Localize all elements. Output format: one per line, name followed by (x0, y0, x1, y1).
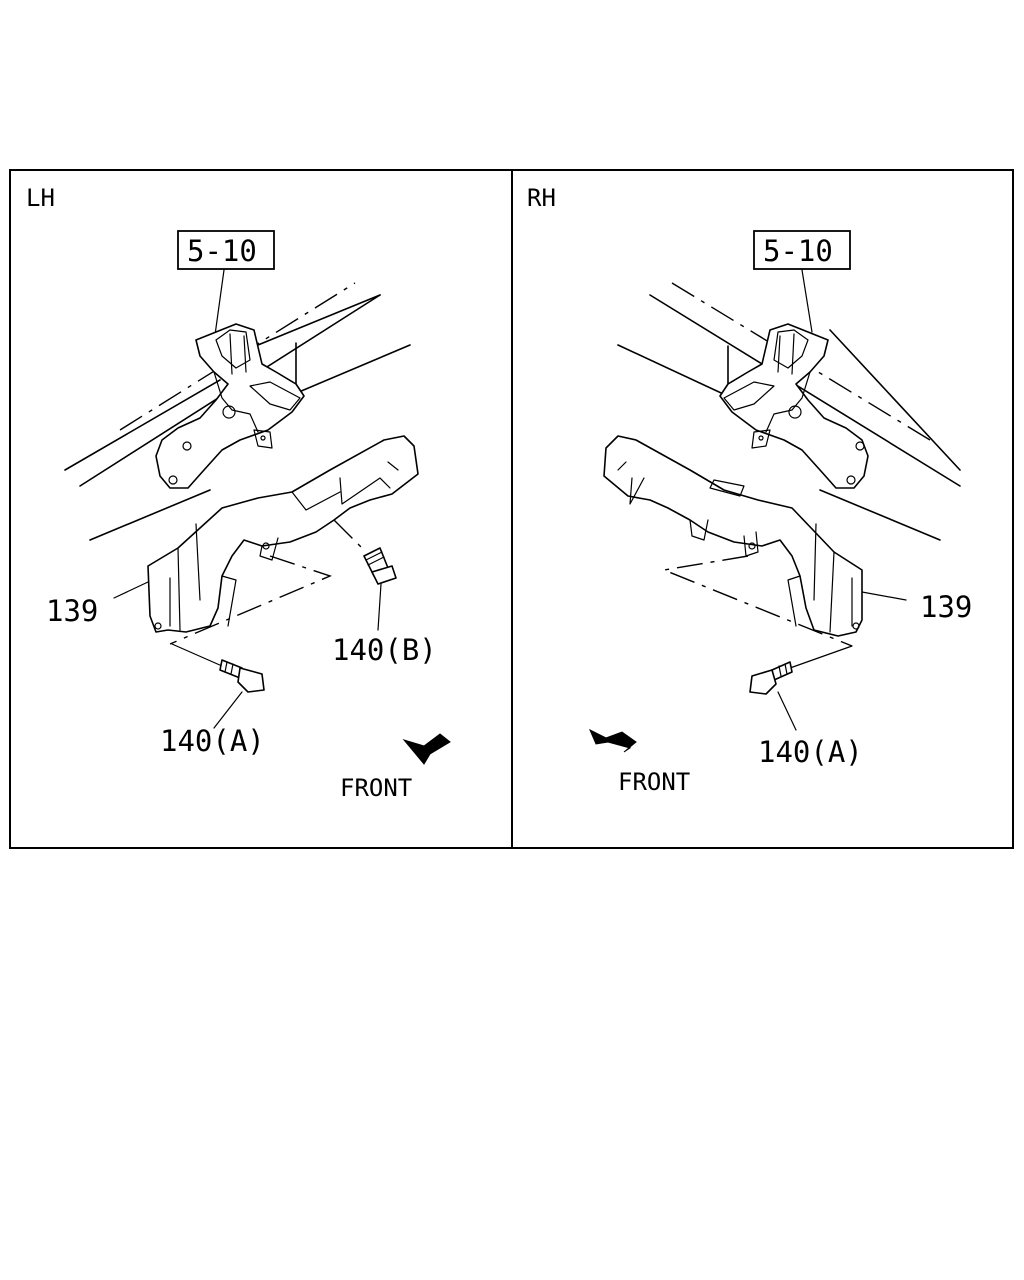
rh-bolt-140a[interactable]: 140(A) (749, 645, 863, 769)
rh-reference-box (753, 230, 851, 270)
rh-cover-139 (603, 435, 863, 647)
lh-reference-box (177, 230, 275, 270)
lh-reference-label: 5-10 (187, 234, 257, 268)
lh-bolt-140b[interactable]: 140(B) (332, 519, 437, 667)
rh-reference-leader (801, 269, 813, 333)
rh-cover-leader (861, 591, 907, 601)
lh-engine-mount (155, 323, 305, 489)
rh-front-indicator: FRONT (589, 728, 690, 796)
lh-side-label: LH (26, 184, 55, 212)
lh-panel: LH 5-10 (26, 184, 451, 802)
rh-cover-callout[interactable]: 139 (861, 590, 972, 624)
rh-side-label: RH (527, 184, 556, 212)
lh-cover-callout[interactable]: 139 (46, 581, 149, 628)
lh-bolt-140b-label: 140(B) (332, 633, 437, 667)
rh-bolt-140a-leader (777, 691, 797, 731)
rh-front-arrow-icon (589, 728, 637, 753)
lh-front-indicator: FRONT (340, 733, 451, 802)
lh-reference-leader (214, 269, 225, 336)
lh-front-label: FRONT (340, 774, 412, 802)
lh-front-arrow-icon (402, 733, 451, 765)
lh-reference-callout[interactable]: 5-10 (177, 230, 275, 336)
rh-panel: RH 5-10 (527, 184, 972, 796)
lh-bolt-140b-leader (377, 583, 382, 631)
rh-reference-label: 5-10 (763, 234, 833, 268)
rh-bolt-140a-label: 140(A) (758, 735, 863, 769)
lh-bolt-140a-leader (213, 691, 243, 729)
rh-engine-mount (719, 323, 869, 489)
lh-bolt-140a-label: 140(A) (160, 724, 265, 758)
rh-front-label: FRONT (618, 768, 690, 796)
rh-cover-label: 139 (920, 590, 972, 624)
rh-reference-callout[interactable]: 5-10 (753, 230, 851, 333)
lh-cover-label: 139 (46, 594, 98, 628)
lh-cover-139 (147, 435, 419, 645)
lh-bolt-140a[interactable]: 140(A) (160, 643, 265, 758)
lh-cover-leader (113, 581, 149, 599)
